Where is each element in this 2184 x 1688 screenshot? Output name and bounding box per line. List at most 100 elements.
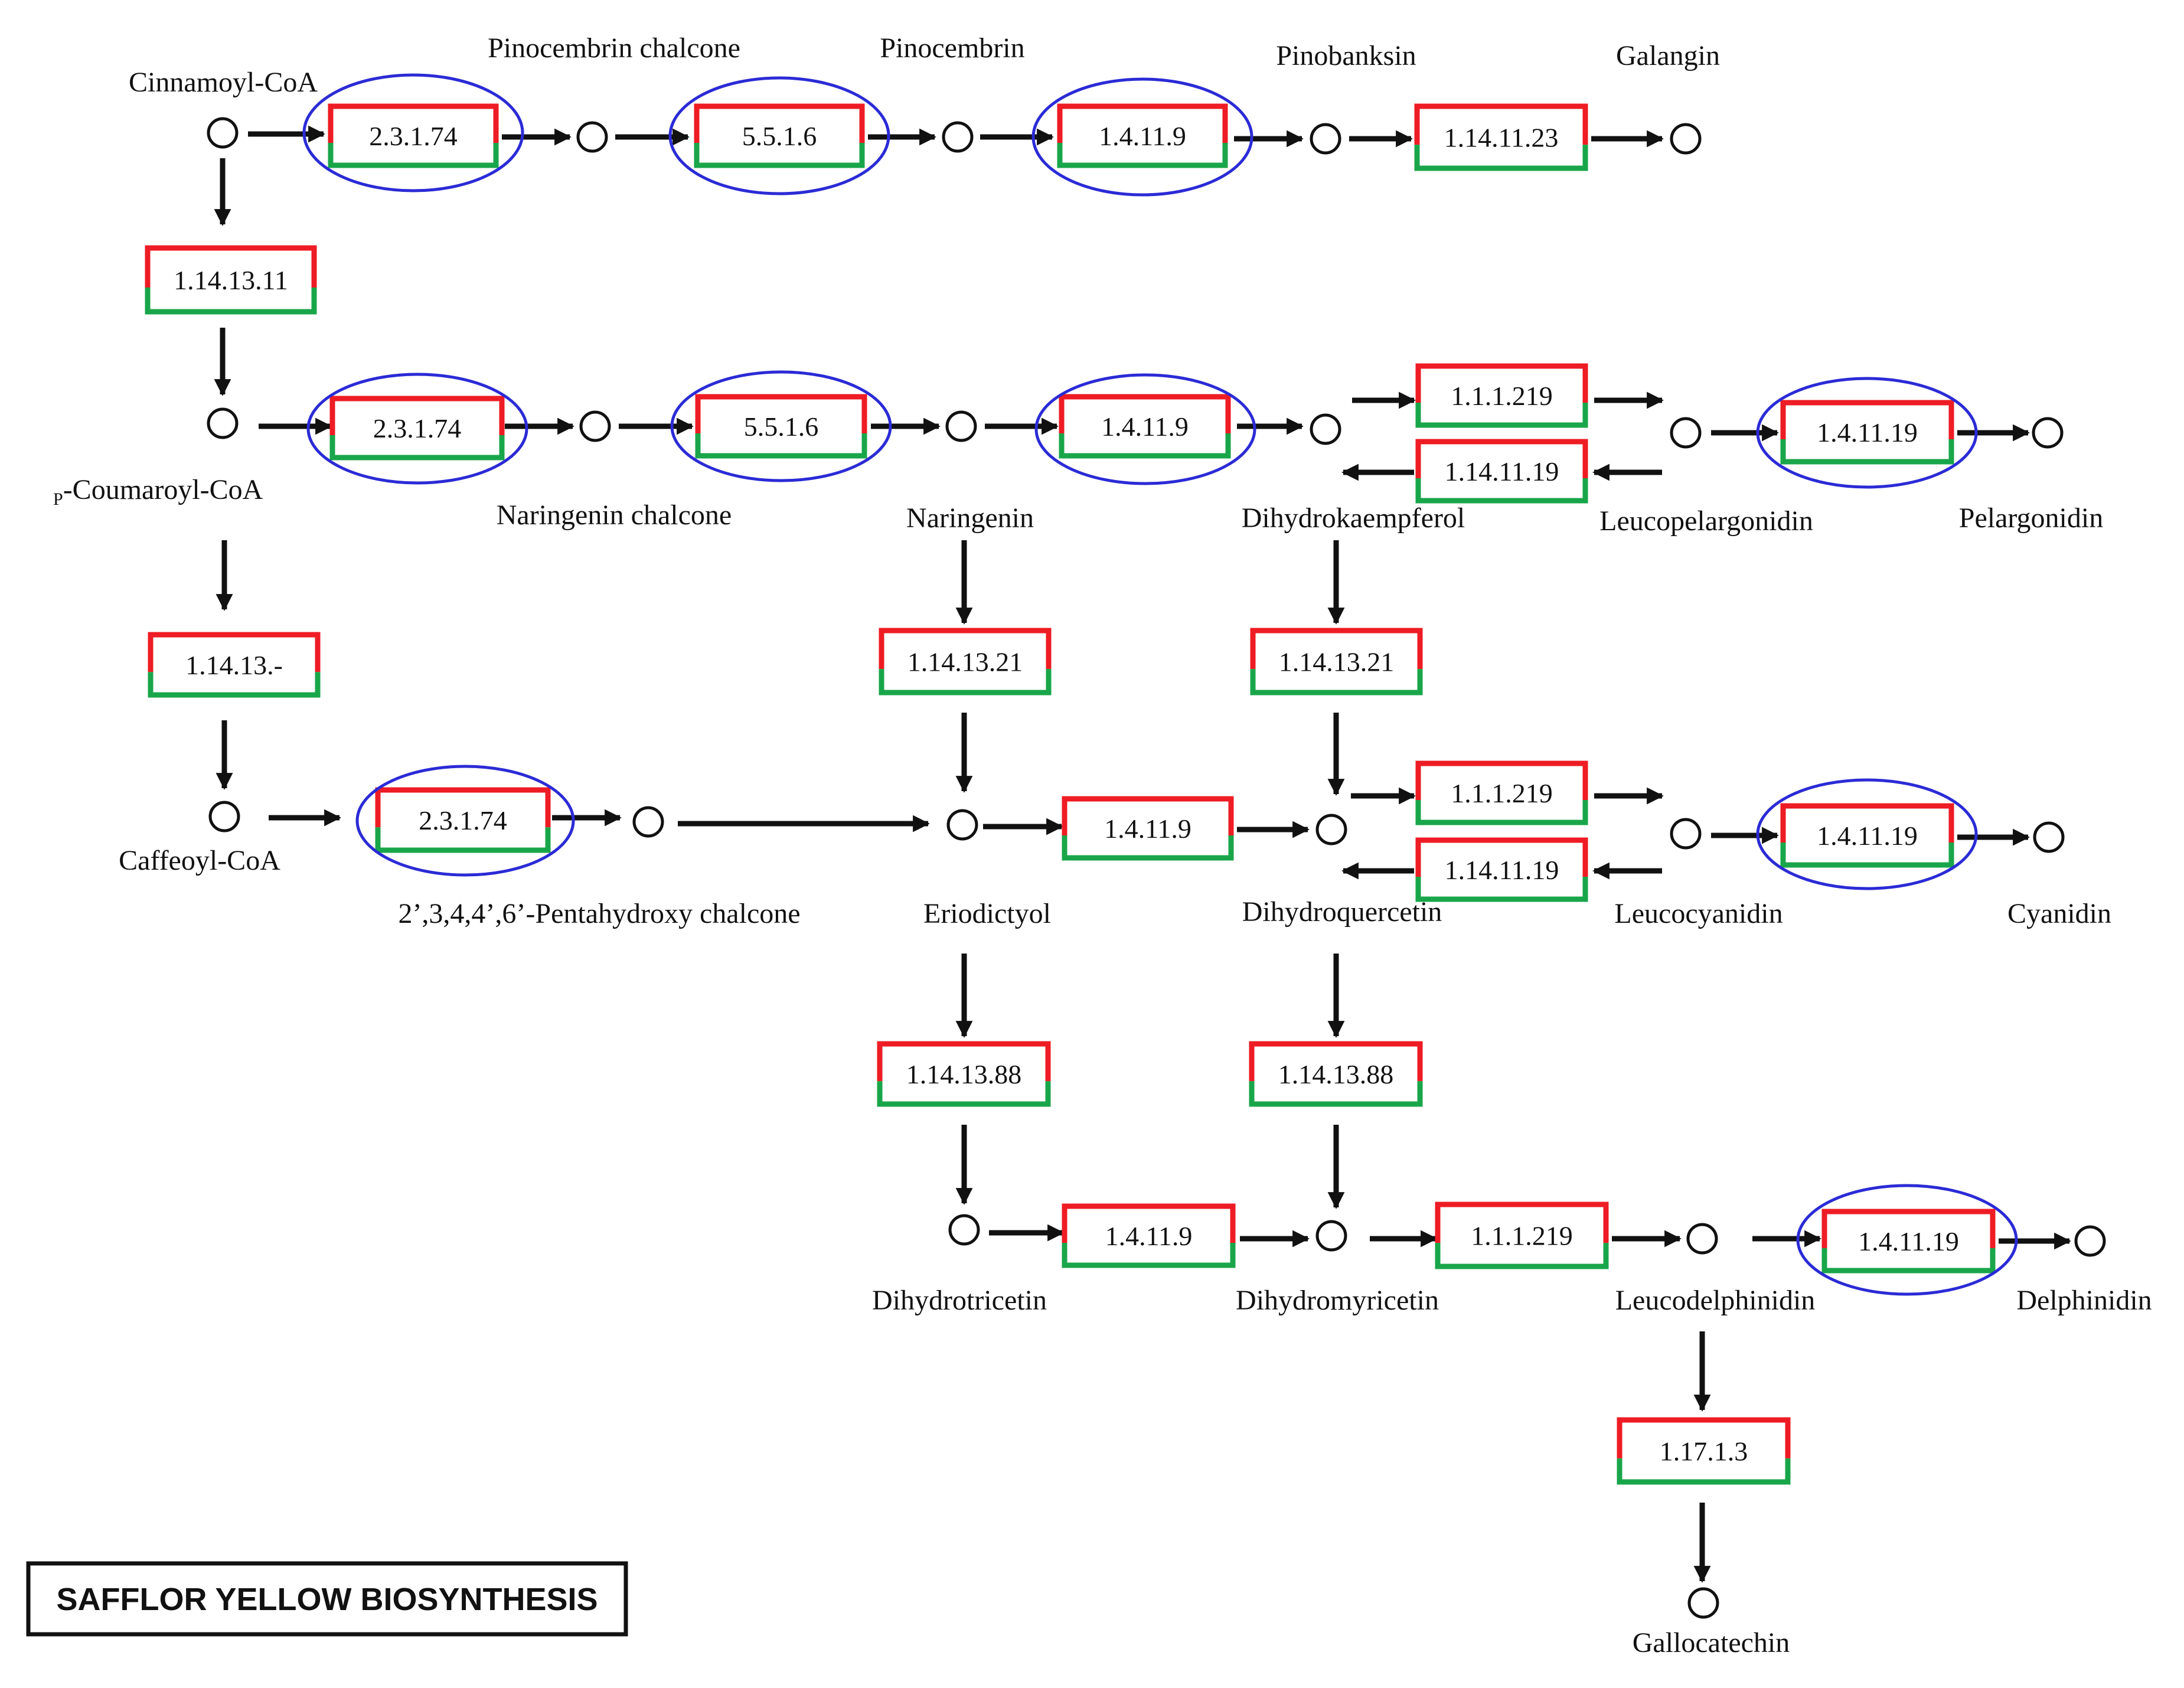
enzyme-box-background [331, 106, 496, 165]
enzyme-box-green-border [328, 143, 499, 168]
enzyme-box-green-border [145, 287, 317, 315]
node-leucodelphinidin [1686, 1223, 1718, 1255]
enzyme-box-r2-e2: 5.5.1.6 [695, 394, 867, 459]
enzyme-box-green-border [694, 143, 865, 168]
enzyme-box-background [1253, 631, 1420, 693]
node-leucopelargonidin [1670, 417, 1702, 449]
label-dihydromyricetin: Dihydromyricetin [1236, 1285, 1439, 1316]
enzyme-box-green-border [879, 669, 1052, 696]
enzyme-box-background [880, 1044, 1048, 1104]
enzyme-box-background [1438, 1204, 1606, 1266]
enzyme-label: 1.4.11.9 [1104, 814, 1191, 844]
node-pinocembrin-chalcone [576, 121, 608, 153]
enzyme-box-background [378, 790, 548, 850]
enzyme-box-green-border [1415, 478, 1588, 504]
label-p-coumaroyl-coa: P-Coumaroyl-CoA [53, 474, 263, 509]
highlight-ellipse [1756, 377, 1978, 489]
enzyme-box-background [1783, 806, 1951, 865]
enzyme-box-green-border [1062, 1243, 1236, 1268]
enzyme-box-background [1060, 106, 1225, 165]
enzyme-label: 1.14.11.23 [1444, 123, 1559, 153]
enzyme-box-nar-down: 1.14.13.21 [879, 628, 1052, 696]
enzyme-label: 5.5.1.6 [742, 121, 817, 151]
enzyme-box-green-border [1435, 1243, 1609, 1269]
node-pentahydroxy-chalcone [632, 806, 664, 838]
enzyme-box-background [1252, 1044, 1420, 1104]
highlight-ellipse [1756, 778, 1978, 890]
label-naringenin-chalcone: Naringenin chalcone [497, 499, 732, 531]
label-delphinidin: Delphinidin [2016, 1285, 2152, 1316]
label-leucocyanidin: Leucocyanidin [1614, 898, 1783, 929]
highlight-ellipse [1034, 373, 1256, 485]
compound-labels: Cinnamoyl-CoA Pinocembrin chalcone Pinoc… [53, 32, 2152, 1658]
enzyme-box-green-border [1415, 800, 1588, 825]
enzyme-box-r3-e2: 1.4.11.9 [1062, 796, 1234, 861]
enzyme-box-background [1062, 397, 1228, 456]
enzyme-box-red-border [148, 632, 321, 672]
enzyme-label: 1.1.1.219 [1471, 1221, 1573, 1251]
enzyme-box-green-border [1062, 835, 1234, 861]
enzyme-box-green-border [1821, 1248, 1996, 1274]
enzyme-label: 1.14.11.19 [1445, 456, 1559, 487]
highlight-ellipse [668, 76, 890, 195]
node-leucocyanidin [1670, 818, 1702, 850]
title-box: SAFFLOR YELLOW BIOSYNTHESIS [26, 1561, 628, 1637]
enzyme-box-green-border [329, 435, 505, 461]
enzyme-box-background [1418, 442, 1585, 501]
label-dihydrokaempferol: Dihydrokaempferol [1242, 502, 1465, 534]
enzyme-label: 1.1.1.219 [1451, 778, 1553, 808]
enzyme-box-background [151, 635, 318, 695]
enzyme-label: 1.4.11.9 [1101, 412, 1189, 442]
enzyme-box-r1-e2: 5.5.1.6 [694, 103, 865, 168]
label-leucodelphinidin: Leucodelphinidin [1615, 1285, 1816, 1316]
enzyme-box-red-border [1059, 394, 1231, 433]
node-naringenin [945, 410, 977, 442]
highlight-ellipse [306, 373, 528, 485]
label-pinobanksin: Pinobanksin [1276, 40, 1416, 71]
enzyme-box-r4-e3: 1.4.11.19 [1821, 1209, 1996, 1274]
enzyme-box-eri-down: 1.14.13.88 [877, 1041, 1051, 1107]
enzyme-box-red-border [1780, 803, 1954, 843]
enzyme-label: 1.4.11.9 [1099, 121, 1186, 151]
node-eriodictyol [946, 809, 978, 841]
enzyme-label: 2.3.1.74 [369, 121, 458, 151]
enzyme-box-r3-e1: 2.3.1.74 [375, 787, 551, 853]
enzyme-box-v-e1: 1.14.13.11 [145, 245, 317, 315]
enzyme-box-background [697, 106, 862, 165]
label-cinnamoyl-coa: Cinnamoyl-CoA [129, 67, 318, 98]
enzyme-label: 1.14.13.21 [1279, 647, 1395, 677]
enzyme-label: 2.3.1.74 [419, 805, 507, 835]
enzyme-box-r3-fwd: 1.1.1.219 [1415, 760, 1588, 825]
node-dihydromyricetin [1315, 1220, 1347, 1252]
label-eriodictyol: Eriodictyol [923, 898, 1051, 929]
label-naringenin: Naringenin [906, 502, 1034, 534]
node-pinobanksin [1310, 123, 1341, 155]
enzyme-label: 5.5.1.6 [744, 412, 819, 442]
enzyme-box-r2-rev: 1.14.11.19 [1415, 439, 1588, 504]
enzyme-boxes: 2.3.1.74 5.5.1.6 1.4.11.9 1.14.11.23 1.14.13… [145, 103, 1996, 1485]
enzyme-box-green-border [1059, 433, 1231, 459]
enzyme-box-red-border [1057, 103, 1228, 143]
node-pinocembrin [942, 121, 974, 153]
label-galangin: Galangin [1616, 40, 1720, 71]
enzyme-label: 1.14.11.19 [1445, 855, 1559, 885]
enzyme-box-background [698, 397, 864, 456]
enzyme-box-red-border [328, 103, 499, 143]
enzyme-box-r1-e3: 1.4.11.9 [1057, 103, 1228, 168]
node-dihydrokaempferol [1310, 413, 1341, 445]
node-p-coumaroyl-coa [207, 407, 239, 439]
enzyme-box-red-border [1617, 1417, 1791, 1459]
enzyme-box-red-border [1415, 439, 1588, 478]
diagram-title: SAFFLOR YELLOW BIOSYNTHESIS [56, 1582, 598, 1617]
enzyme-box-red-border [1415, 837, 1588, 877]
enzyme-box-red-border [1062, 1203, 1236, 1243]
enzyme-label: 1.14.13.- [185, 650, 283, 680]
enzyme-box-green-border [148, 672, 321, 698]
arrows [214, 125, 2071, 1583]
enzyme-box-green-border [1780, 439, 1954, 465]
enzyme-box-red-border [1780, 400, 1954, 439]
label-pinocembrin: Pinocembrin [880, 32, 1024, 64]
enzyme-box-dhq-down: 1.14.13.88 [1249, 1041, 1423, 1107]
enzyme-box-dhk-down: 1.14.13.21 [1250, 628, 1423, 696]
